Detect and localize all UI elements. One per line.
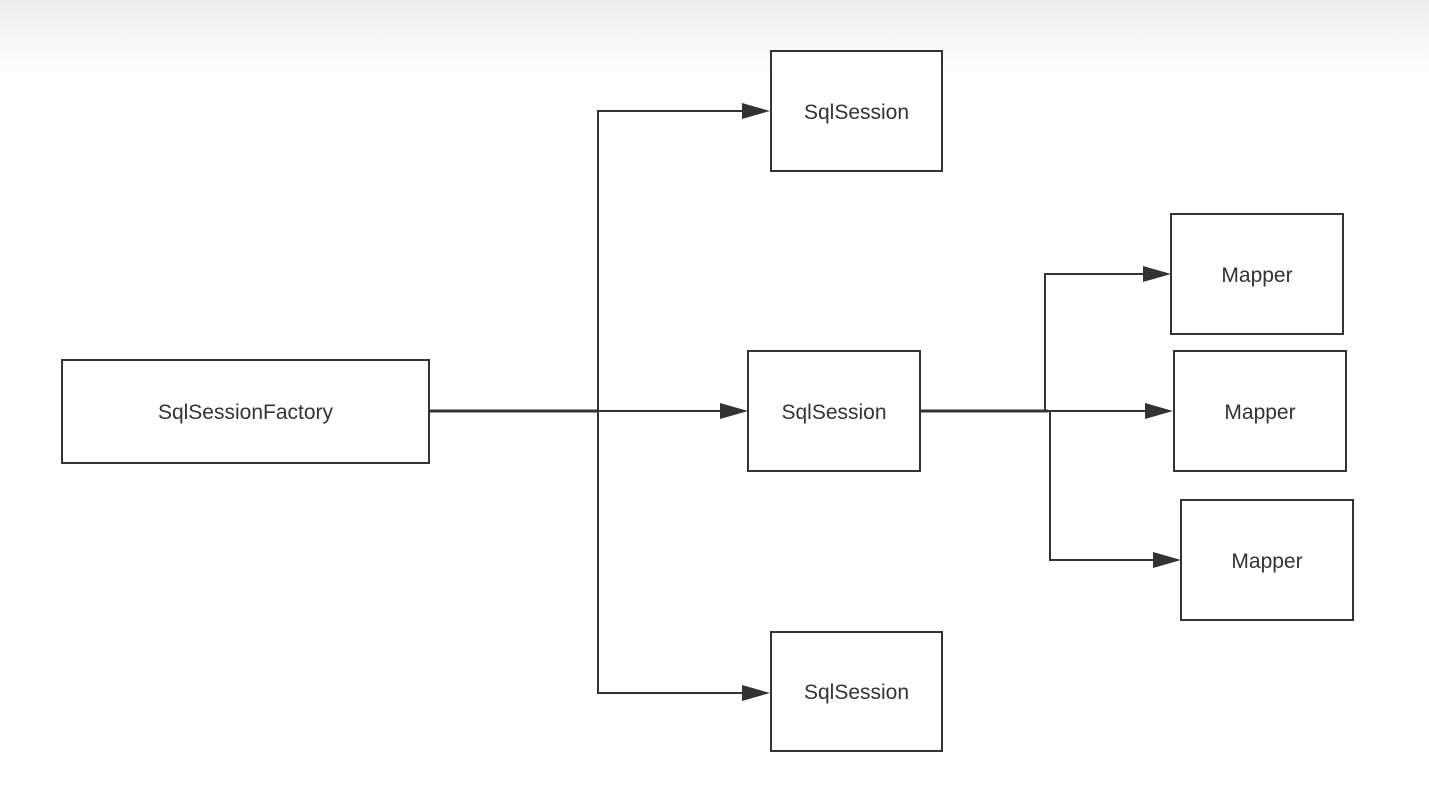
node-sqlsession-bottom[interactable]: SqlSession (770, 631, 943, 752)
node-sqlsession-middle[interactable]: SqlSession (747, 350, 921, 472)
node-label: SqlSessionFactory (158, 401, 334, 424)
arrowhead-session-bottom (742, 685, 770, 701)
arrowhead-mapper-1 (1143, 266, 1171, 282)
node-label: SqlSession (804, 101, 909, 124)
node-label: Mapper (1221, 264, 1292, 287)
edges-factory-to-sessions (429, 103, 770, 701)
node-mapper-1[interactable]: Mapper (1170, 213, 1344, 335)
node-box (1170, 213, 1344, 335)
node-sqlsession-top[interactable]: SqlSession (770, 50, 943, 172)
node-box (1173, 350, 1347, 472)
node-sqlsessionfactory[interactable]: SqlSessionFactory (61, 359, 430, 464)
edge-factory-to-session-top (597, 110, 742, 411)
arrowhead-session-top (742, 103, 770, 119)
top-gradient-band (0, 0, 1429, 80)
node-box (61, 359, 430, 464)
node-mapper-3[interactable]: Mapper (1180, 499, 1354, 621)
edge-factory-to-session-bottom (597, 411, 742, 694)
edge-session-to-mapper-1 (1044, 273, 1143, 411)
edge-session-to-mapper-3 (1049, 411, 1153, 561)
node-label: SqlSession (781, 401, 886, 424)
node-box (1180, 499, 1354, 621)
arrowhead-mapper-2 (1145, 403, 1173, 419)
node-box (770, 50, 943, 172)
edges-session-to-mappers (920, 266, 1181, 568)
node-mapper-2[interactable]: Mapper (1173, 350, 1347, 472)
arrowhead-mapper-3 (1153, 552, 1181, 568)
node-label: Mapper (1224, 401, 1295, 424)
node-label: Mapper (1231, 550, 1302, 573)
node-box (747, 350, 921, 472)
node-label: SqlSession (804, 681, 909, 704)
node-box (770, 631, 943, 752)
arrowhead-session-mid (720, 403, 748, 419)
